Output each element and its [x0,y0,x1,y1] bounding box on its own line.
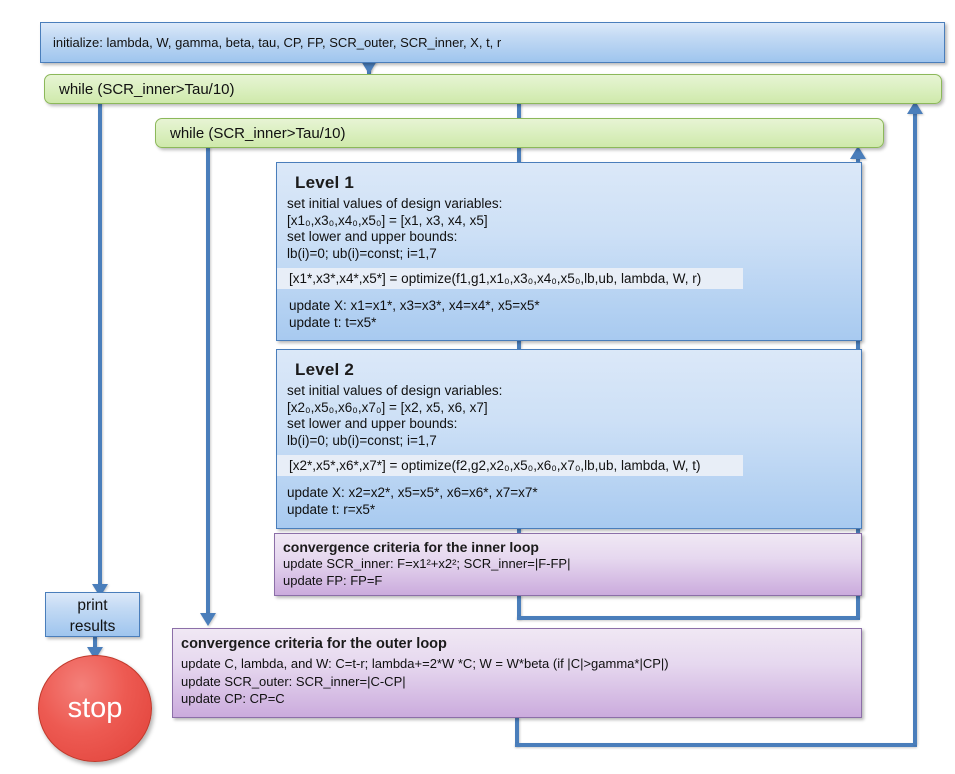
arrowhead-initialize-to-outer-while [361,61,377,74]
connector-outer-while-to-print [98,103,102,594]
connector-inner-return-down [517,596,521,620]
inner-convergence-line1: update SCR_inner: F=x1²+x2²; SCR_inner=|… [283,556,571,571]
node-inner-convergence[interactable]: convergence criteria for the inner loop … [274,533,862,596]
level2-line3: set lower and upper bounds: [287,416,458,431]
node-outer-convergence[interactable]: convergence criteria for the outer loop … [172,628,862,718]
arrowhead-inner-while-to-outer-convergence [200,613,216,626]
node-initialize[interactable]: initialize: lambda, W, gamma, beta, tau,… [40,22,945,63]
level1-line3: set lower and upper bounds: [287,229,458,244]
inner-while-label: while (SCR_inner>Tau/10) [170,125,346,142]
outer-while-label: while (SCR_inner>Tau/10) [59,81,235,98]
arrowhead-outer-return-to-outer-while [907,101,923,114]
print-results-line1: print [77,597,108,614]
connector-outer-return-down [515,718,519,747]
level1-line2: [x1₀,x3₀,x4₀,x5₀] = [x1, x3, x4, x5] [287,212,488,228]
node-level1[interactable]: Level 1 set initial values of design var… [276,162,862,341]
connector-level1-to-level2 [517,340,521,349]
arrowhead-inner-return-to-inner-while [850,146,866,159]
level2-update-t: update t: r=x5* [287,502,376,517]
stop-label: stop [67,692,123,724]
connector-outer-return-up [913,113,917,745]
level2-update-x: update X: x2=x2*, x5=x5*, x6=x6*, x7=x7* [287,485,538,500]
inner-convergence-line2: update FP: FP=F [283,572,383,588]
connector-level2-to-inner-convergence [517,528,521,533]
outer-convergence-line1: update C, lambda, and W: C=t-r; lambda+=… [181,656,669,671]
node-inner-while[interactable]: while (SCR_inner>Tau/10) [155,118,884,148]
outer-convergence-line3: update CP: CP=C [181,691,285,706]
level1-update-x: update X: x1=x1*, x3=x3*, x4=x4*, x5=x5* [289,298,540,313]
level1-line4: lb(i)=0; ub(i)=const; i=1,7 [287,245,437,261]
node-level2[interactable]: Level 2 set initial values of design var… [276,349,862,529]
inner-convergence-title: convergence criteria for the inner loop [283,539,539,555]
node-outer-while[interactable]: while (SCR_inner>Tau/10) [44,74,942,104]
level2-line4: lb(i)=0; ub(i)=const; i=1,7 [287,432,437,448]
level2-optimize: [x2*,x5*,x6*,x7*] = optimize(f2,g2,x2₀,x… [289,458,701,473]
node-stop[interactable]: stop [38,655,152,762]
initialize-label: initialize: lambda, W, gamma, beta, tau,… [53,35,502,50]
print-results-line2: results [69,618,116,635]
level1-optimize: [x1*,x3*,x4*,x5*] = optimize(f1,g1,x1₀,x… [289,271,702,286]
node-print-results[interactable]: print results [45,592,140,637]
level2-title: Level 2 [295,360,355,379]
connector-outer-while-to-inner-while [517,103,521,119]
outer-convergence-title: convergence criteria for the outer loop [181,636,447,652]
outer-convergence-line2: update SCR_outer: SCR_inner=|C-CP| [181,673,406,689]
level1-line1: set initial values of design variables: [287,196,503,211]
connector-inner-while-to-level1 [517,147,521,163]
connector-inner-return-across [517,616,860,620]
level2-line2: [x2₀,x5₀,x6₀,x7₀] = [x2, x5, x6, x7] [287,399,488,415]
connector-inner-while-to-outer-convergence [206,147,210,615]
level1-title: Level 1 [295,173,355,192]
connector-print-to-stop [93,637,97,655]
connector-outer-return-across [515,743,917,747]
level2-line1: set initial values of design variables: [287,383,503,398]
level1-update-t: update t: t=x5* [289,315,377,330]
